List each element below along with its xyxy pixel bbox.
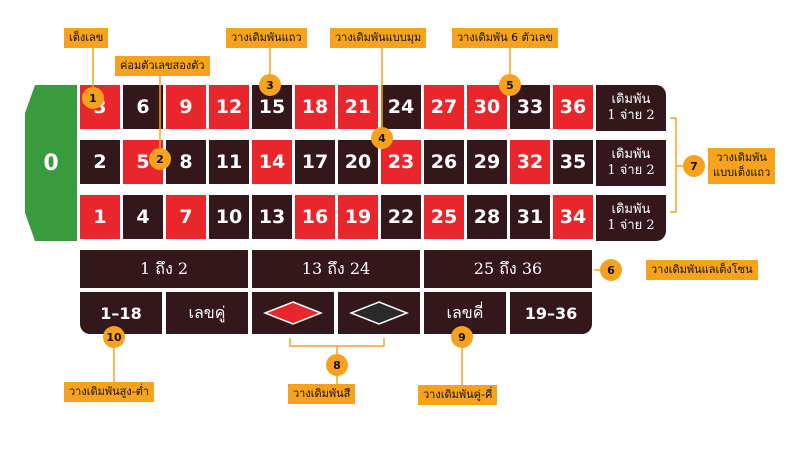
callout-6-label: วางเดิมพันแลเต็งโซน: [646, 260, 758, 280]
column-bet-bottom: เดิมพัน 1 จ่าย 2: [596, 195, 666, 241]
callout-badge-10: 10: [103, 326, 125, 348]
red-diamond-icon: [263, 301, 323, 325]
number-cell-32: 32: [510, 140, 550, 184]
number-cell-25: 25: [424, 195, 464, 239]
callout-1-label: เต็งเลข: [64, 28, 109, 48]
number-cell-31: 31: [510, 195, 550, 239]
number-cell-10: 10: [209, 195, 249, 239]
callout-badge-3: 3: [259, 74, 281, 96]
number-cell-2: 2: [80, 140, 120, 184]
number-cell-27: 27: [424, 85, 464, 129]
callout-badge-2: 2: [149, 148, 171, 170]
callout-badge-5: 5: [499, 74, 521, 96]
number-cell-24: 24: [381, 85, 421, 129]
number-cell-26: 26: [424, 140, 464, 184]
column-bet-payout: 1 จ่าย 2: [607, 108, 655, 123]
number-cell-4: 4: [123, 195, 163, 239]
number-cell-22: 22: [381, 195, 421, 239]
callout-7-line2: แบบเต็งแถว: [713, 166, 771, 179]
number-cell-6: 6: [123, 85, 163, 129]
callout-badge-1: 1: [82, 87, 104, 109]
number-cell-36: 36: [553, 85, 593, 129]
red-bet: [252, 292, 334, 334]
callout-7-label: วางเดิมพัน แบบเต็งแถว: [708, 148, 776, 184]
column-bet-label: เดิมพัน: [611, 92, 651, 107]
number-cell-35: 35: [553, 140, 593, 184]
callout-4-label: วางเดิมพันแบบมุม: [330, 28, 427, 48]
black-bet: [338, 292, 420, 334]
number-cell-7: 7: [166, 195, 206, 239]
number-cell-18: 18: [295, 85, 335, 129]
column-bet-payout: 1 จ่าย 2: [607, 218, 655, 233]
low-bet: 1–18: [80, 292, 162, 334]
zero-cell: 0: [25, 85, 77, 241]
column-bet-top: เดิมพัน 1 จ่าย 2: [596, 85, 666, 131]
number-cell-12: 12: [209, 85, 249, 129]
column-bet-label: เดิมพัน: [611, 202, 651, 217]
black-diamond-icon: [349, 301, 409, 325]
column-bet-payout: 1 จ่าย 2: [607, 163, 655, 178]
number-cell-29: 29: [467, 140, 507, 184]
number-cell-15: 15: [252, 85, 292, 129]
callout-7-line1: วางเดิมพัน: [716, 151, 767, 164]
callout-5-label: วางเดิมพัน 6 ตัวเลข: [452, 28, 558, 48]
callout-8-label: วางเดิมพันสี: [288, 384, 356, 404]
callout-badge-4: 4: [371, 127, 393, 149]
dozen-1: 1 ถึง 2: [80, 250, 248, 288]
number-cell-19: 19: [338, 195, 378, 239]
number-cell-8: 8: [166, 140, 206, 184]
callout-2-label: ค่อมตัวเลขสองตัว: [115, 56, 210, 76]
number-cell-9: 9: [166, 85, 206, 129]
number-cell-34: 34: [553, 195, 593, 239]
number-cell-14: 14: [252, 140, 292, 184]
number-cell-16: 16: [295, 195, 335, 239]
number-cell-20: 20: [338, 140, 378, 184]
high-bet: 19–36: [510, 292, 592, 334]
callout-3-label: วางเดิมพันแถว: [226, 28, 307, 48]
number-cell-30: 30: [467, 85, 507, 129]
callout-10-label: วางเดิมพันสูง-ต่ำ: [64, 382, 155, 402]
callout-badge-9: 9: [451, 326, 473, 348]
number-cell-11: 11: [209, 140, 249, 184]
number-cell-21: 21: [338, 85, 378, 129]
number-cell-28: 28: [467, 195, 507, 239]
callout-badge-6: 6: [600, 259, 622, 281]
column-bet-label: เดิมพัน: [611, 147, 651, 162]
number-cell-17: 17: [295, 140, 335, 184]
dozen-2: 13 ถึง 24: [252, 250, 420, 288]
number-cell-13: 13: [252, 195, 292, 239]
number-cell-1: 1: [80, 195, 120, 239]
callout-badge-7: 7: [683, 155, 705, 177]
dozen-3: 25 ถึง 36: [424, 250, 592, 288]
even-bet: เลขคู่: [166, 292, 248, 334]
column-bet-middle: เดิมพัน 1 จ่าย 2: [596, 140, 666, 186]
callout-9-label: วางเดิมพันคู่-คี่: [418, 385, 498, 405]
callout-badge-8: 8: [326, 354, 348, 376]
